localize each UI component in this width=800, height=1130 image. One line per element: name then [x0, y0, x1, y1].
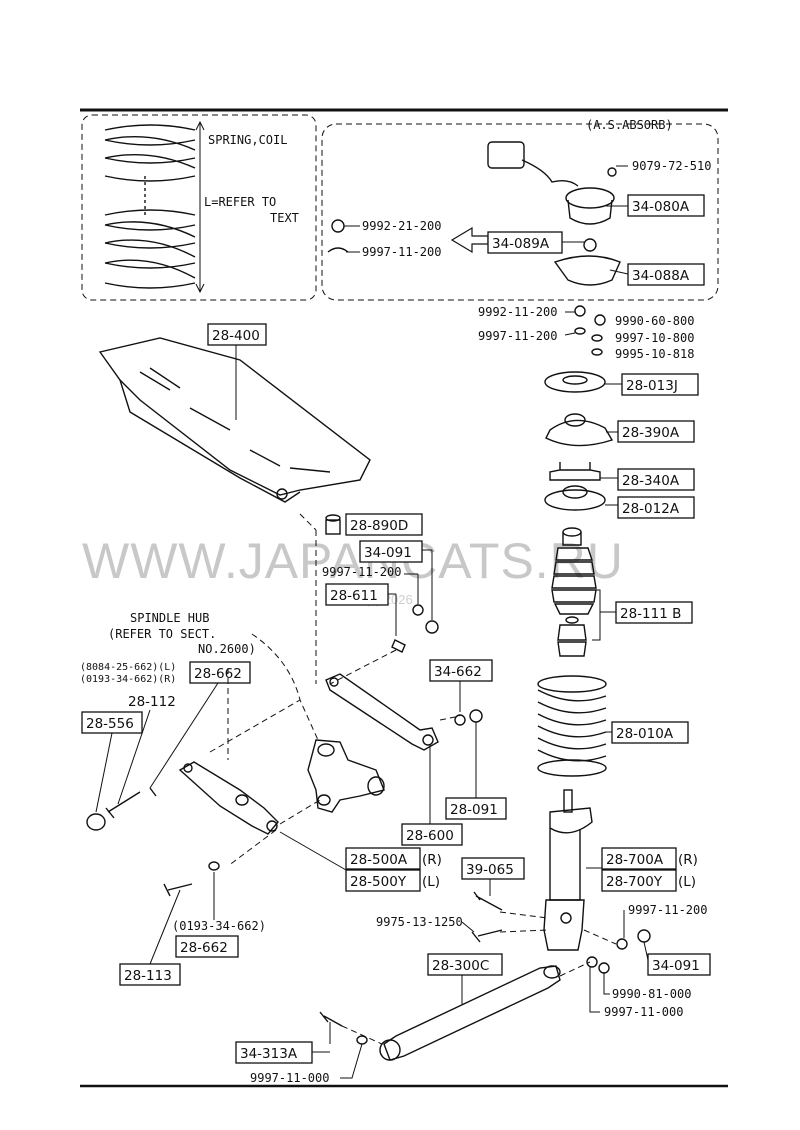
connector-harness-drawing [327, 141, 621, 286]
trailing-link-drawing [178, 761, 279, 835]
label-9997-11-000-bottom: 9997-11-000 [250, 1071, 329, 1085]
label-0193-34-662: (0193-34-662) [172, 919, 266, 933]
spindle-hub-refer: (REFER TO SECT. [108, 627, 216, 641]
label-9975-13-1250: 9975-13-1250 [376, 915, 463, 929]
dust-boot-drawing [551, 527, 597, 657]
label-28-113: 28-113 [124, 968, 172, 984]
watermark: WWW.JAPANCATS.RU [82, 533, 624, 589]
trailing-arm-drawing [379, 965, 561, 1061]
label-28-500Y-side: (L) [422, 874, 440, 890]
label-34-091-upper: 34-091 [364, 545, 412, 561]
label-9990-81-000: 9990-81-000 [612, 987, 691, 1001]
label-9990-60-800: 9990-60-800 [615, 314, 694, 328]
coil-spring-main-drawing [537, 675, 607, 777]
label-34-313A: 34-313A [240, 1046, 298, 1062]
bolt-28-112 [105, 787, 157, 819]
bolt-9975-13-1250 [471, 929, 503, 943]
label-8084-25-662-L: (8084-25-662)(L) [80, 662, 176, 673]
label-34-088A: 34-088A [632, 268, 690, 284]
label-34-091-lower: 34-091 [652, 958, 700, 974]
coil-spring-drawing [104, 124, 196, 289]
label-28-662-lower: 28-662 [180, 940, 228, 956]
label-28-013J: 28-013J [626, 378, 678, 394]
label-28-662-upper: 28-662 [194, 666, 242, 682]
label-9992-21-200: 9992-21-200 [362, 219, 441, 233]
label-28-700Y-side: (L) [678, 874, 696, 890]
label-28-400: 28-400 [212, 328, 260, 344]
inset-left-frame [81, 114, 317, 301]
bolt-39-065 [473, 891, 503, 911]
label-28-340A: 28-340A [622, 473, 680, 489]
label-28-500Y: 28-500Y [350, 874, 407, 890]
label-9997-11-200-lower: 9997-11-200 [628, 903, 707, 917]
label-28-700A-side: (R) [678, 852, 698, 868]
label-28-091: 28-091 [450, 802, 498, 818]
mount-bushing-drawing [325, 514, 439, 653]
label-28-611: 28-611 [330, 588, 378, 604]
label-28-556: 28-556 [86, 716, 134, 732]
spring-coil-label: SPRING,COIL [208, 133, 287, 147]
label-9997-11-200-mid: 9997-11-200 [322, 565, 401, 579]
label-34-080A: 34-080A [632, 199, 690, 215]
inset-shock-absorber: (A.S.ABSORB) 9079-72-510 34-080A 9992-21… [321, 118, 719, 301]
label-28-300C: 28-300C [432, 958, 489, 974]
label-28-700Y: 28-700Y [606, 874, 663, 890]
label-9997-10-800: 9997-10-800 [615, 331, 694, 345]
length-label-line2: TEXT [270, 211, 299, 225]
cap-28-556 [86, 813, 106, 831]
label-28-700A: 28-700A [606, 852, 664, 868]
label-28-010A: 28-010A [616, 726, 674, 742]
label-28-012A: 28-012A [622, 501, 680, 517]
inset-right-title: (A.S.ABSORB) [586, 118, 673, 132]
spindle-hub-title: SPINDLE HUB [130, 611, 209, 625]
label-0193-34-662-R: (0193-34-662)(R) [80, 674, 176, 685]
label-28-890D: 28-890D [350, 518, 408, 534]
label-34-089A: 34-089A [492, 236, 550, 252]
inset-right-frame [321, 123, 719, 301]
label-34-662: 34-662 [434, 664, 482, 680]
label-28-112: 28-112 [128, 694, 176, 710]
label-28-600: 28-600 [406, 828, 454, 844]
label-28-500A: 28-500A [350, 852, 408, 868]
bolt-34-313A [319, 1011, 343, 1027]
spindle-knuckle-drawing [307, 739, 385, 813]
label-28-390A: 28-390A [622, 425, 680, 441]
crossmember-drawing [98, 337, 371, 503]
upper-mount-parts [544, 305, 614, 511]
label-9997-11-000-right: 9997-11-000 [604, 1005, 683, 1019]
label-28-500A-side: (R) [422, 852, 442, 868]
bolt-28-113 [163, 883, 193, 897]
label-9997-11-200-inset: 9997-11-200 [362, 245, 441, 259]
shock-absorber-drawing [543, 789, 593, 951]
label-28-111B: 28-111 B [620, 606, 681, 622]
length-label-line1: L=REFER TO [204, 195, 276, 209]
label-9997-11-200-upper: 9997-11-200 [478, 329, 557, 343]
label-9992-11-200: 9992-11-200 [478, 305, 557, 319]
label-9995-10-818: 9995-10-818 [615, 347, 694, 361]
direction-arrow [450, 226, 489, 254]
lateral-link-drawing [325, 673, 439, 751]
inset-spring-coil: SPRING,COIL L=REFER TO TEXT [81, 114, 317, 301]
label-9079-72-510: 9079-72-510 [632, 159, 711, 173]
spindle-hub-section: NO.2600) [198, 642, 256, 656]
label-39-065: 39-065 [466, 862, 514, 878]
